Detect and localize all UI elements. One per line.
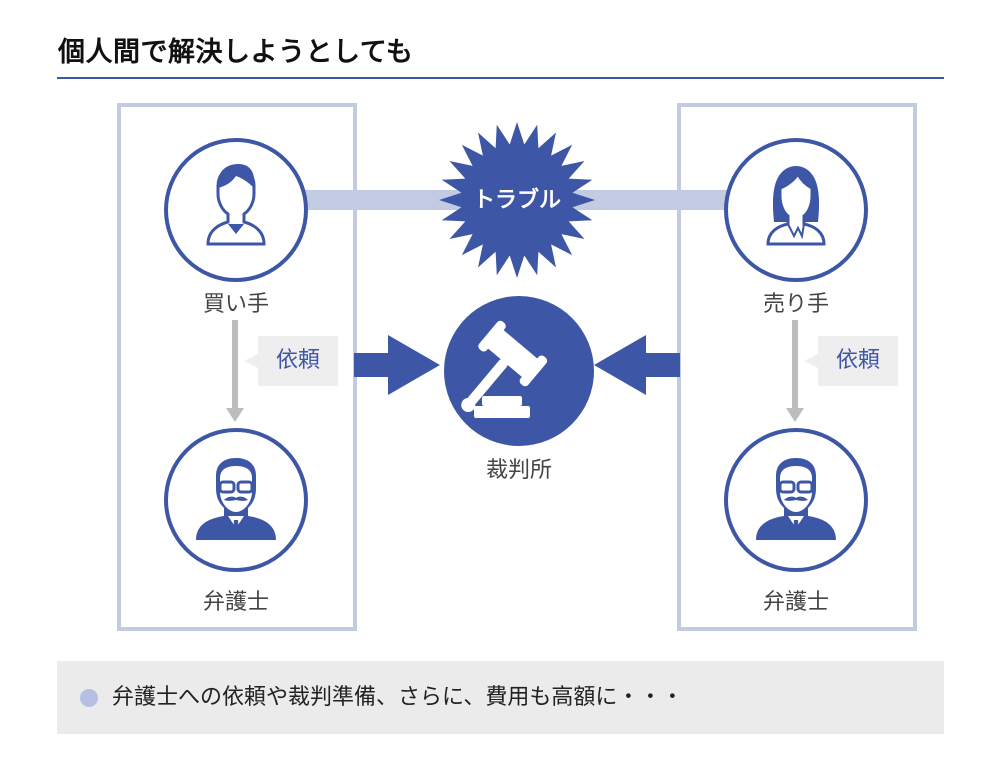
down-arrow-right-icon	[786, 408, 804, 422]
seller-label: 売り手	[762, 292, 829, 317]
trouble-burst: トラブル	[437, 120, 597, 280]
court-icon-circle	[444, 296, 594, 446]
lawyer-left-label: 弁護士	[202, 590, 269, 615]
burst-icon	[439, 122, 595, 278]
buyer-avatar	[164, 138, 308, 282]
buyer-label: 買い手	[202, 292, 269, 317]
lawyer-left-avatar	[164, 428, 308, 572]
bullet-icon	[80, 689, 98, 707]
footer-note-box	[57, 661, 944, 734]
lawyer-right-avatar	[724, 428, 868, 572]
down-arrow-left-icon	[226, 408, 244, 422]
title-divider	[57, 77, 944, 79]
woman-avatar-icon	[766, 166, 826, 246]
page-title: 個人間で解決しようとしても	[58, 37, 414, 68]
lawyer-avatar-icon	[196, 458, 276, 540]
request-tag-right: 依頼	[804, 336, 898, 386]
arrow-right-icon	[354, 335, 440, 395]
lawyer-avatar-icon	[756, 458, 836, 540]
request-line-left	[232, 320, 238, 412]
court-label: 裁判所	[485, 458, 552, 483]
gavel-icon	[461, 320, 548, 418]
man-avatar-icon	[206, 164, 266, 246]
arrow-left-icon	[594, 335, 680, 395]
seller-avatar	[724, 138, 868, 282]
request-tag-left: 依頼	[244, 336, 338, 386]
lawyer-right-label: 弁護士	[762, 590, 829, 615]
trouble-label: トラブル	[472, 188, 561, 213]
footer-note-text: 弁護士への依頼や裁判準備、さらに、費用も高額に・・・	[112, 685, 684, 710]
request-line-right	[792, 320, 798, 412]
